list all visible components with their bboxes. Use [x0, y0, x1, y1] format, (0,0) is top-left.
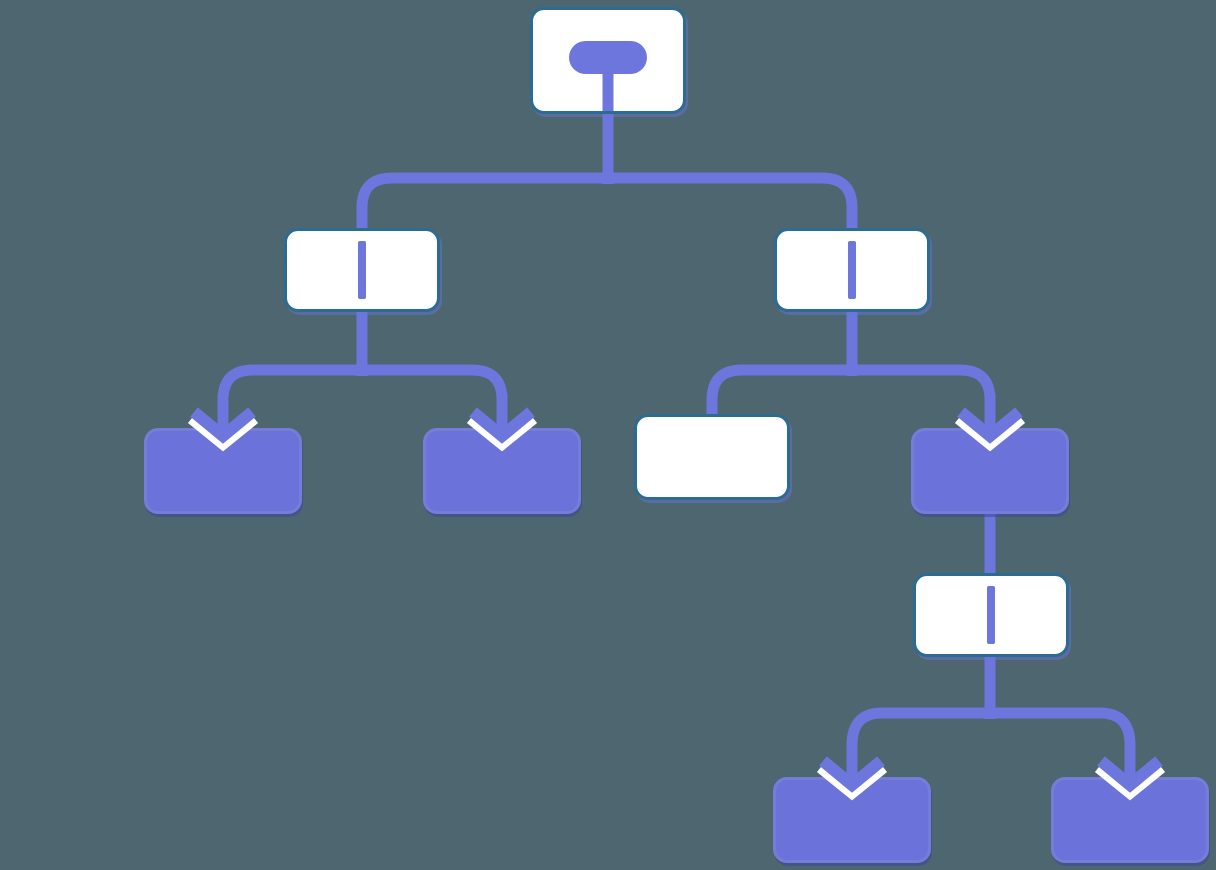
node-leaf-d[interactable] [773, 777, 931, 863]
vertical-bar-icon [358, 241, 366, 299]
edge-root-branch [356, 172, 858, 234]
node-branch-bottom[interactable] [913, 573, 1069, 657]
node-leaf-b[interactable] [423, 428, 581, 514]
node-leaf-e[interactable] [1051, 777, 1209, 863]
node-branch-right[interactable] [774, 228, 930, 312]
pill-stem [602, 68, 614, 111]
vertical-bar-icon [987, 586, 995, 644]
edge-bottom-branch [846, 707, 1136, 753]
node-c[interactable] [911, 428, 1069, 514]
edge-right-branch [706, 364, 996, 420]
node-branch-left[interactable] [284, 228, 440, 312]
edge-left-branch [217, 364, 508, 404]
node-leaf-a[interactable] [144, 428, 302, 514]
vertical-bar-icon [848, 241, 856, 299]
node-empty[interactable] [634, 414, 790, 500]
node-root[interactable] [530, 7, 686, 114]
